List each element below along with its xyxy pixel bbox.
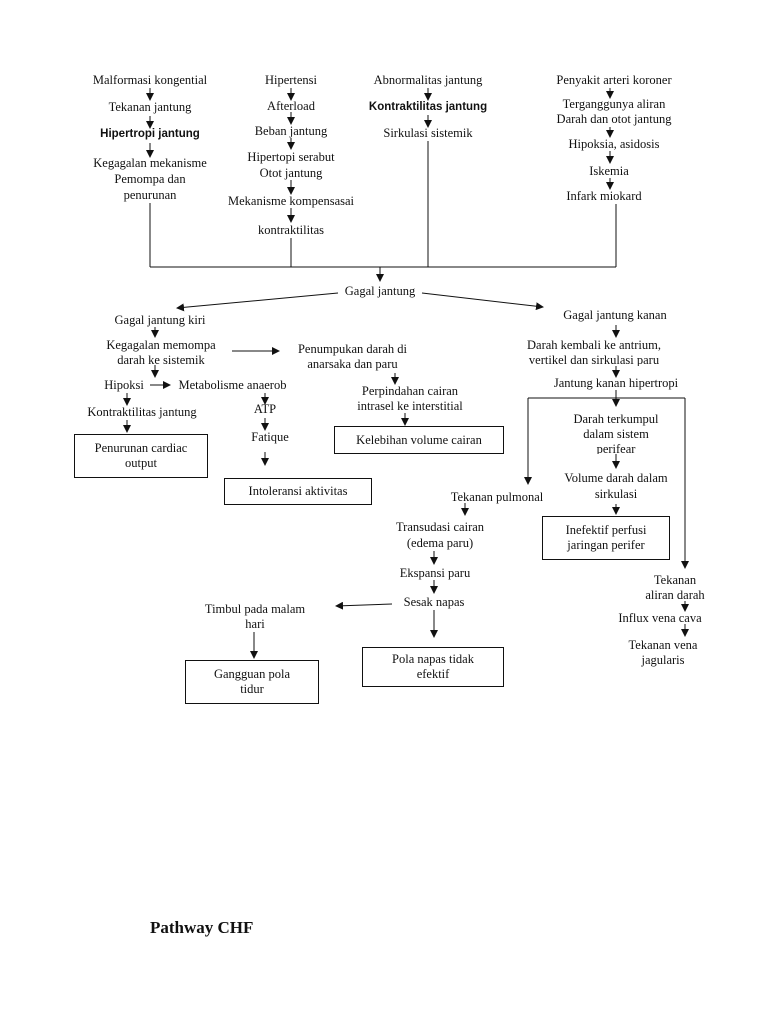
node-terkumpul-line3: perifear (596, 442, 636, 454)
box-tidur-line1: Gangguan pola (213, 667, 291, 681)
node-gagal-jantung: Gagal jantung (344, 284, 416, 298)
node-hipertensi: Hipertensi (264, 73, 318, 87)
node-sirkulasi-sistemik: Sirkulasi sistemik (383, 126, 473, 140)
box-gangguan-pola-tidur: Gangguan pola tidur (185, 660, 319, 704)
arrow (421, 292, 544, 311)
box-inefektif-perfusi: Inefektif perfusi jaringan perifer (542, 516, 670, 560)
node-terganggunya-line1: Terganggunya aliran (562, 97, 666, 111)
node-darah-terkumpul: Darah terkumpul dalam sistem perifear (556, 412, 676, 454)
node-timbul-line1: Timbul pada malam (204, 602, 306, 616)
node-tekanan-vena-line2: jagularis (641, 653, 685, 667)
box-kelebihan-volume-cairan: Kelebihan volume cairan (334, 426, 504, 454)
box-perfusi-line2: jaringan perifer (567, 538, 645, 552)
node-fatique: Fatique (251, 430, 289, 444)
node-kontraktilitas-jantung: Kontraktilitas jantung (368, 101, 488, 113)
node-malformasi: Malformasi kongential (92, 73, 208, 87)
box-perfusi-line1: Inefektif perfusi (565, 523, 647, 537)
node-penyakit-arteri: Penyakit arteri koroner (556, 73, 672, 87)
node-kegagalan-memompa-line2: darah ke sistemik (117, 353, 205, 367)
node-hipertopi-line1: Hipertopi serabut (247, 150, 335, 164)
node-darah-kembali-line2: vertikel dan sirkulasi paru (528, 353, 660, 366)
node-hipertropi-jantung: Hipertropi jantung (100, 128, 200, 140)
node-transudasi-line2: (edema paru) (406, 536, 474, 550)
node-gagal-jantung-kiri: Gagal jantung kiri (114, 313, 206, 327)
node-perpindahan-cairan: Perpindahan cairan intrasel ke interstit… (340, 384, 480, 413)
node-kegagalan-line1: Kegagalan mekanisme (93, 156, 207, 170)
node-tekanan-vena-line1: Tekanan vena (628, 638, 698, 652)
node-terkumpul-line1: Darah terkumpul (573, 412, 659, 426)
box-pola-napas-tidak-efektif: Pola napas tidak efektif (362, 647, 504, 687)
arrow (176, 292, 339, 312)
node-tekanan-pulmonal: Tekanan pulmonal (450, 490, 544, 504)
node-hipoksia-asidosis: Hipoksia, asidosis (568, 137, 660, 151)
node-penumpukan-line1: Penumpukan darah di (297, 342, 407, 356)
node-kontraktilitas-kiri: Kontraktilitas jantung (87, 405, 197, 419)
node-gagal-jantung-kanan: Gagal jantung kanan (563, 308, 667, 322)
diagram-title: Pathway CHF (150, 918, 254, 937)
node-kegagalan-line3: penurunan (123, 188, 177, 202)
node-tekanan-line2: aliran darah (645, 588, 705, 602)
node-iskemia: Iskemia (589, 164, 629, 178)
node-hipertopi-line2: Otot jantung (259, 166, 323, 180)
node-jantung-kanan-hipertropi: Jantung kanan hipertropi (553, 376, 679, 390)
node-sesak-napas: Sesak napas (403, 595, 465, 609)
node-perpindahan-line2: intrasel ke interstitial (357, 399, 463, 413)
node-abnormalitas: Abnormalitas jantung (373, 73, 483, 87)
box-tidur-line2: tidur (240, 682, 264, 696)
node-influx-vena-cava: Influx vena cava (618, 611, 702, 625)
node-terganggunya-line2: Darah dan otot jantung (556, 112, 672, 126)
node-infark-miokard: Infark miokard (566, 189, 642, 203)
node-volume-darah-line1: Volume darah dalam (564, 471, 668, 485)
node-timbul-line2: hari (245, 617, 265, 631)
node-atp: ATP (253, 402, 277, 416)
node-kegagalan-line2: Pemompa dan (114, 172, 186, 186)
node-hipoksi: Hipoksi (104, 378, 144, 392)
node-ekspansi-paru: Ekspansi paru (399, 566, 471, 580)
node-tekanan-jantung: Tekanan jantung (108, 100, 192, 114)
node-mekanisme-kompensasi: Mekanisme kompensasai (227, 194, 354, 208)
node-transudasi-line1: Transudasi cairan (395, 520, 485, 534)
box-penurunan-line2: output (125, 456, 157, 470)
box-penurunan-line1: Penurunan cardiac (94, 441, 188, 455)
node-kegagalan-memompa-line1: Kegagalan memompa (106, 338, 216, 352)
node-terkumpul-line2: dalam sistem (583, 427, 649, 441)
arrow (335, 601, 393, 610)
box-penurunan-cardiac-output: Penurunan cardiac output (74, 434, 208, 478)
box-napas-line2: efektif (416, 667, 450, 681)
node-metabolisme-anaerob: Metabolisme anaerob (178, 378, 287, 392)
node-perpindahan-line1: Perpindahan cairan (361, 384, 459, 398)
node-darah-kembali-line1: Darah kembali ke antrium, (527, 338, 661, 352)
node-tekanan-line1: Tekanan (653, 573, 697, 587)
node-beban-jantung: Beban jantung (254, 124, 328, 138)
node-kontraktilitas: kontraktilitas (258, 223, 324, 237)
node-afterload: Afterload (267, 99, 315, 113)
box-napas-line1: Pola napas tidak (392, 652, 474, 666)
node-volume-darah-line2: sirkulasi (594, 487, 638, 501)
box-intoleransi-aktivitas: Intoleransi aktivitas (224, 478, 372, 505)
node-penumpukan-line2: anarsaka dan paru (307, 357, 398, 371)
